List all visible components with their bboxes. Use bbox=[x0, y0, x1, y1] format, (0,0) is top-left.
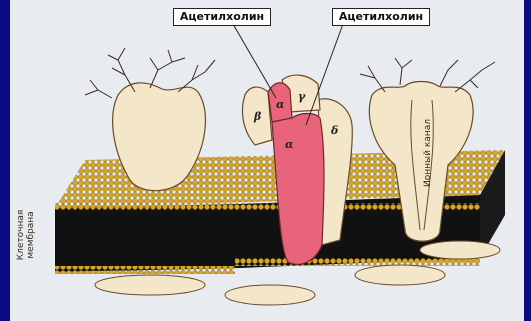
label-ion-channel: Ионный канал bbox=[423, 118, 433, 188]
protein-foot bbox=[95, 275, 205, 295]
label-delta: δ bbox=[331, 124, 338, 137]
protein-foot bbox=[225, 285, 315, 305]
label-membrane-line1: Клеточная bbox=[16, 206, 26, 264]
lipid-row-bottom bbox=[55, 266, 235, 274]
label-gamma: γ bbox=[298, 90, 305, 103]
protein-foot bbox=[355, 265, 445, 285]
label-beta: β bbox=[254, 110, 261, 123]
membrane-core bbox=[55, 204, 240, 272]
label-membrane-line2: мембрана bbox=[26, 206, 36, 264]
label-alpha-top: α bbox=[276, 98, 284, 111]
label-acetylcholine-right: Ацетилхолин bbox=[332, 8, 430, 26]
protein-foot bbox=[420, 241, 500, 259]
label-alpha-mid: α bbox=[285, 138, 293, 151]
label-acetylcholine-left: Ацетилхолин bbox=[173, 8, 271, 26]
lipid-row-bottom-right bbox=[235, 258, 480, 266]
